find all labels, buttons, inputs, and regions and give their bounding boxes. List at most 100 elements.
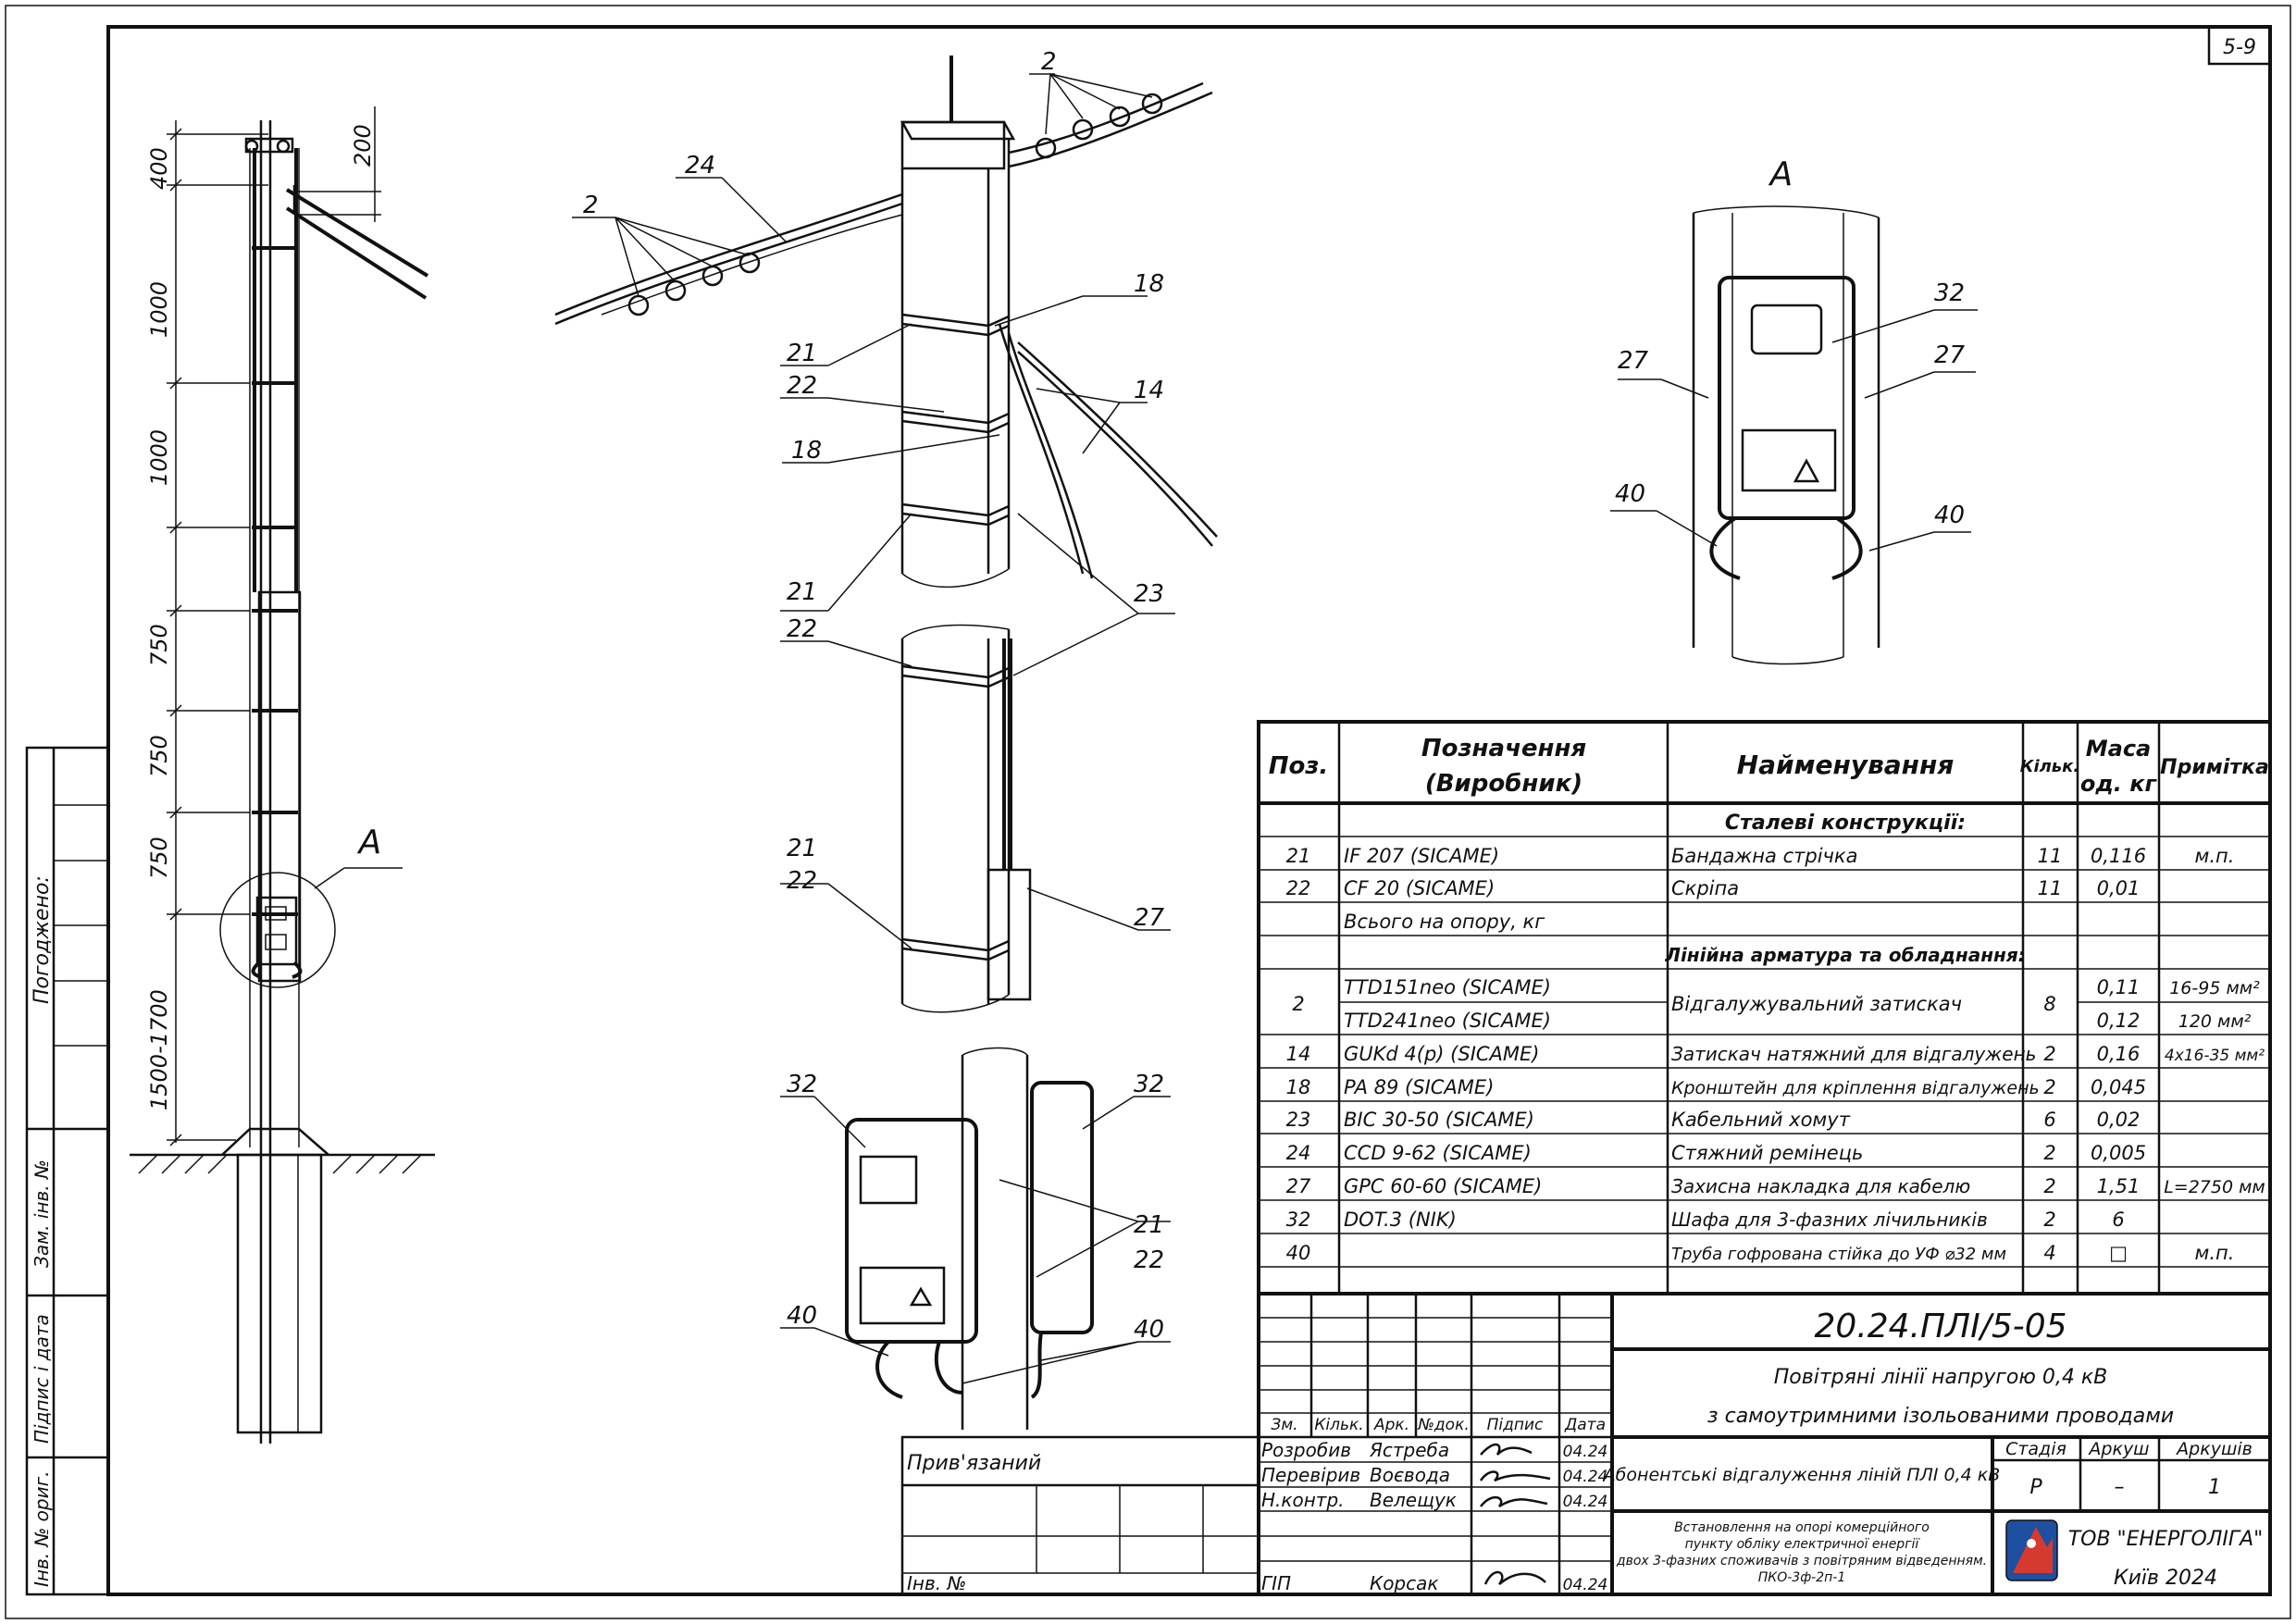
row27-qty: 2	[2043, 1175, 2055, 1197]
dim-750-b: 750	[146, 735, 172, 777]
subtitle-4: ПКО-3ф-2п-1	[1758, 1570, 1846, 1585]
company-logo	[2005, 1519, 2058, 1581]
row23-pos: 23	[1286, 1109, 1311, 1131]
iso-label-40-left: 40	[787, 1302, 817, 1330]
iso-label-22-a: 22	[787, 372, 817, 400]
role-checker-date: 04.24	[1563, 1468, 1608, 1486]
row23-designation: BIC 30-50 (SICAME)	[1344, 1109, 1534, 1131]
row18-name: Кронштейн для кріплення відгалужень	[1671, 1078, 2040, 1098]
row21-designation: IF 207 (SICAME)	[1344, 845, 1499, 867]
drawing-title: Абонентські відгалуження ліній ПЛІ 0,4 к…	[1602, 1465, 2001, 1485]
detail-a-view: А 32 27 27 40 40	[1610, 155, 1978, 665]
signatures	[1479, 1443, 1551, 1585]
title-block: Прив'язаний Інв. № Зм. Кільк. Арк. №док.…	[900, 1292, 2272, 1596]
role-gip-date: 04.24	[1563, 1576, 1608, 1594]
sheets-label: Аркушів	[2175, 1439, 2253, 1459]
row23-mass: 0,02	[2097, 1109, 2141, 1131]
row27-name: Захисна накладка для кабелю	[1671, 1175, 1970, 1197]
row24-designation: CCD 9-62 (SICAME)	[1344, 1142, 1532, 1164]
hdr-pos: Поз.	[1269, 752, 1329, 780]
row2-note-2: 120 мм²	[2178, 1011, 2252, 1032]
subtitle-2: пункту обліку електричної енергії	[1685, 1537, 1921, 1552]
iso-label-22-c: 22	[787, 867, 817, 895]
tb-col-qty: Кільк.	[1314, 1416, 1363, 1434]
drawing-code: 20.24.ПЛІ/5-05	[1814, 1308, 2066, 1345]
row18-pos: 18	[1286, 1076, 1311, 1098]
detail-label-40-right: 40	[1934, 502, 1965, 529]
row23-qty: 6	[2043, 1109, 2055, 1131]
callout-a-circle	[219, 872, 336, 988]
iso-label-24: 24	[685, 152, 715, 180]
iso-label-2-left: 2	[583, 192, 599, 219]
row14-qty: 2	[2043, 1043, 2055, 1065]
dim-1000-a: 1000	[146, 281, 172, 338]
row27-note: L=2750 мм	[2164, 1177, 2265, 1197]
company-name: ТОВ "ЕНЕРГОЛІГА"	[2068, 1528, 2264, 1551]
dim-1500-1700: 1500-1700	[146, 989, 172, 1110]
row32-qty: 2	[2043, 1209, 2055, 1231]
project-line-1: Повітряні лінії напругою 0,4 кВ	[1774, 1366, 2108, 1389]
isometric-view	[554, 56, 1218, 1430]
bound-label: Прив'язаний	[907, 1452, 1041, 1475]
hdr-designation-1: Позначення	[1421, 735, 1586, 762]
row21-pos: 21	[1286, 845, 1311, 867]
sheet-number: 5-9	[2223, 36, 2256, 59]
hdr-qty: Кільк.	[2020, 757, 2080, 776]
row27-designation: GPC 60-60 (SICAME)	[1344, 1175, 1542, 1197]
iso-label-23: 23	[1134, 580, 1164, 608]
row40-name: Труба гофрована стійка до УФ ⌀32 мм	[1671, 1245, 2006, 1264]
spec-table: Поз. Позначення (Виробник) Найменування …	[1257, 720, 2272, 1295]
dim-200: 200	[350, 124, 376, 167]
iso-label-32-left: 32	[787, 1071, 817, 1098]
dim-750-a: 750	[146, 624, 172, 666]
row32-pos: 32	[1286, 1209, 1311, 1231]
hdr-designation-2: (Виробник)	[1425, 770, 1582, 798]
row22-qty: 11	[2038, 877, 2063, 899]
row18-mass: 0,045	[2091, 1076, 2146, 1098]
iso-label-22-d: 22	[1134, 1246, 1164, 1274]
iso-label-22-b: 22	[787, 615, 817, 643]
row-total-designation: Всього на опору, кг	[1344, 911, 1545, 933]
callout-a-label: А	[357, 824, 382, 862]
row2-name: Відгалужувальний затискач	[1671, 993, 1962, 1015]
subtitle-3: двох 3-фазних споживачів з повітряним ві…	[1616, 1554, 1987, 1568]
sheet-label: Аркуш	[2087, 1439, 2149, 1459]
role-gip: ГІП	[1261, 1572, 1291, 1594]
row21-mass: 0,116	[2091, 845, 2146, 867]
iso-label-27: 27	[1134, 904, 1165, 932]
iso-label-2-top: 2	[1041, 48, 1057, 76]
row21-name: Бандажна стрічка	[1671, 845, 1858, 867]
detail-a-title: А	[1769, 155, 1793, 193]
subtitle-1: Встановлення на опорі комерційного	[1674, 1520, 1930, 1535]
role-normcontrol-name: Велещук	[1370, 1489, 1457, 1511]
iso-label-21-c: 21	[787, 835, 817, 862]
detail-label-27-left: 27	[1618, 347, 1649, 375]
hdr-mass-1: Маса	[2086, 736, 2152, 762]
role-developer-date: 04.24	[1563, 1443, 1608, 1461]
row22-name: Скріпа	[1671, 877, 1739, 899]
stamp-agreed: Погоджено:	[31, 875, 54, 1004]
row2-mass: 0,11	[2097, 976, 2141, 998]
stage-value: Р	[2029, 1476, 2042, 1499]
iso-label-18-top: 18	[1134, 270, 1164, 298]
pole-elevation-view: А	[130, 106, 435, 1444]
role-checker: Перевірив	[1261, 1464, 1360, 1486]
detail-label-32: 32	[1934, 279, 1965, 307]
company-city-year: Київ 2024	[2114, 1567, 2217, 1590]
iso-label-21-a: 21	[787, 340, 817, 367]
project-line-2: з самоутримними ізольованими проводами	[1707, 1405, 2174, 1428]
row40-pos: 40	[1286, 1242, 1311, 1264]
row2-designation: TTD151neo (SICAME)	[1344, 976, 1551, 998]
sheet-number-box	[2207, 25, 2272, 66]
role-normcontrol-date: 04.24	[1563, 1493, 1608, 1511]
row2-qty: 8	[2043, 993, 2055, 1015]
dim-1000-b: 1000	[146, 429, 172, 486]
row40-note: м.п.	[2195, 1242, 2235, 1264]
row22-designation: CF 20 (SICAME)	[1344, 877, 1495, 899]
role-checker-name: Воєвода	[1370, 1464, 1450, 1486]
row2-note: 16-95 мм²	[2169, 978, 2260, 998]
row22-pos: 22	[1286, 877, 1311, 899]
row21-qty: 11	[2038, 845, 2063, 867]
tb-col-doc: №док.	[1417, 1416, 1470, 1434]
